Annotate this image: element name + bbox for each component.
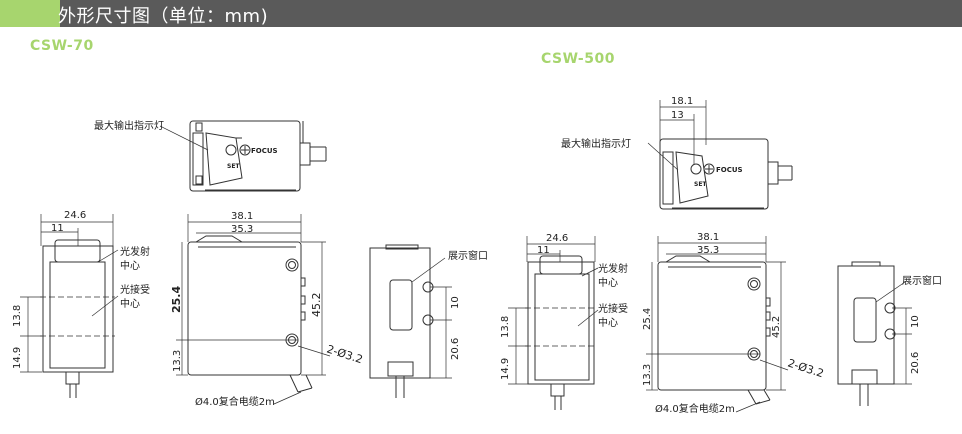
csw500-dim-front-h: 25.4 [642, 308, 653, 330]
section-title: 外形尺寸图（单位：mm) [58, 6, 269, 27]
csw500-recv-label-2: 中心 [598, 316, 618, 329]
csw500-dim-width: 24.6 [546, 233, 568, 244]
csw500-window-label: 展示窗口 [902, 274, 942, 287]
csw70-dim-front-w: 38.1 [231, 211, 253, 222]
model-name-csw70: CSW-70 [30, 38, 94, 54]
csw500-cable-label: Ø4.0复合电缆2m [655, 402, 735, 415]
csw70-emit-label-1: 光发射 [120, 245, 150, 258]
csw500-emit-label-2: 中心 [598, 276, 618, 289]
csw70-recv-label-1: 光接受 [120, 283, 150, 296]
section-header: 外形尺寸图（单位：mm) [0, 0, 962, 27]
csw500-emit-label-1: 光发射 [598, 262, 628, 275]
csw500-top-view [647, 100, 793, 210]
csw500-dim-front-sub: 35.3 [697, 245, 719, 256]
csw70-recv-label-2: 中心 [120, 297, 140, 310]
csw70-top-view [159, 120, 327, 192]
csw70-set-label: SET [227, 163, 240, 170]
csw500-dim-side-gap: 10 [910, 315, 921, 328]
csw500-dim-hole-bottom: 13.3 [642, 364, 653, 386]
csw500-dim-side-bottom: 20.6 [910, 352, 921, 374]
csw500-focus-label: FOCUS [716, 166, 743, 174]
csw70-dim-width-sub: 11 [51, 223, 64, 234]
csw70-dim-emit-h: 13.8 [12, 305, 23, 327]
csw500-dim-emit-h: 13.8 [500, 316, 511, 338]
csw500-dim-width-sub: 11 [537, 245, 550, 256]
header-accent [0, 0, 60, 27]
csw500-dim-top-sub: 13 [671, 110, 684, 121]
csw70-focus-label: FOCUS [251, 147, 278, 155]
csw70-dim-front-h: 25.4 [170, 286, 183, 313]
csw500-front-view [646, 236, 789, 413]
csw70-window-label: 展示窗口 [448, 249, 488, 262]
csw70-holes-label: 2-Ø3.2 [325, 342, 364, 366]
csw70-dim-front-sub: 35.3 [231, 224, 253, 235]
model-name-csw500: CSW-500 [541, 51, 615, 67]
csw70-dim-side-gap: 10 [450, 296, 461, 309]
csw70-dim-hole-span: 45.2 [310, 293, 323, 318]
csw70-left-view [20, 214, 119, 398]
csw70-dim-recv-h: 14.9 [12, 347, 23, 369]
csw500-indicator-label: 最大输出指示灯 [561, 137, 631, 150]
csw500-dim-top-w: 18.1 [671, 96, 693, 107]
csw500-dim-front-w: 38.1 [697, 232, 719, 243]
csw500-holes-label: 2-Ø3.2 [786, 356, 825, 380]
csw70-dim-width: 24.6 [64, 210, 86, 221]
csw500-side-view [837, 261, 912, 406]
csw500-drawing: 18.1 13 最大输出指示灯 SET FOCUS 24.6 11 [500, 96, 942, 415]
csw70-front-view [176, 214, 331, 405]
csw70-dim-hole-bottom: 13.3 [172, 350, 183, 372]
csw70-side-view [369, 244, 452, 398]
csw500-recv-label-1: 光接受 [598, 302, 628, 315]
csw70-emit-label-2: 中心 [120, 259, 140, 272]
csw70-cable-label: Ø4.0复合电缆2m [195, 395, 275, 408]
csw70-indicator-label: 最大输出指示灯 [94, 119, 164, 132]
csw70-drawing: 最大输出指示灯 SET FOCUS 24.6 11 光发射 中心 [12, 119, 488, 408]
csw500-dim-recv-h: 14.9 [500, 358, 511, 380]
csw500-dim-hole-span: 45.2 [771, 316, 782, 338]
csw500-left-view [508, 236, 599, 410]
csw500-set-label: SET [694, 181, 707, 188]
csw70-dim-side-bottom: 20.6 [450, 338, 461, 360]
